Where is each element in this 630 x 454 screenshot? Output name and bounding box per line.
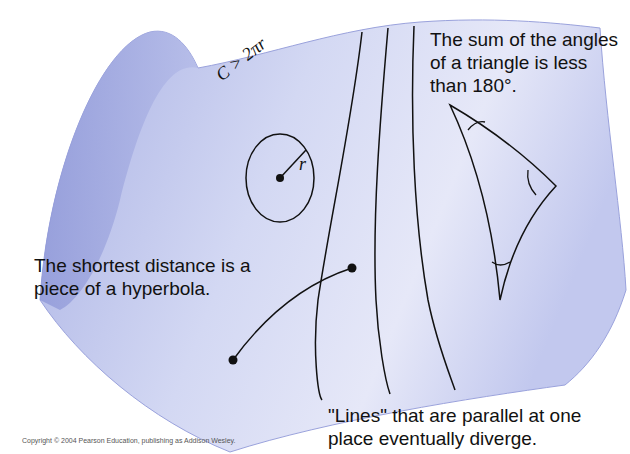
radius-label: r <box>299 153 319 175</box>
annotation-text: The sum of the angles of a triangle is l… <box>430 28 620 97</box>
endpoint-dot <box>229 356 238 365</box>
saddle-surface <box>40 20 626 452</box>
center-dot <box>276 174 284 182</box>
angle-arc <box>528 170 536 195</box>
geodesic-line <box>315 32 362 400</box>
angle-arc <box>492 262 510 265</box>
angle-arc <box>468 122 485 130</box>
geodesic-line <box>375 28 390 394</box>
annotation-text: "Lines" that are parallel at one place e… <box>328 404 626 450</box>
hyperbolic-triangle <box>450 105 556 300</box>
hyperbola-segment <box>233 268 352 360</box>
copyright-note: Copyright © 2004 Pearson Education, publ… <box>22 436 322 445</box>
endpoint-dot <box>348 264 357 273</box>
annotation-text: The shortest distance is a piece of a hy… <box>34 254 296 300</box>
circle <box>246 134 314 222</box>
